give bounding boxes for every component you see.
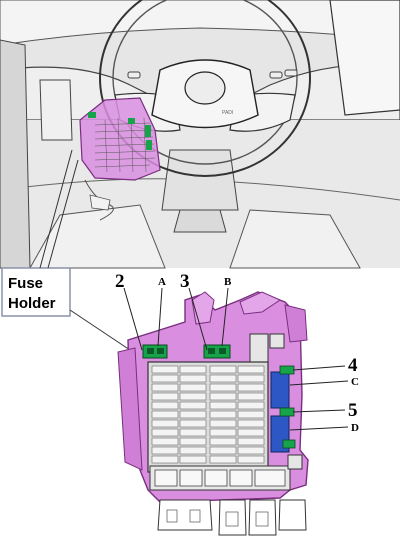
fuse-B-block (203, 344, 231, 359)
cockpit-illustration: PADI (0, 0, 400, 269)
fuse-box-detail (117, 291, 309, 536)
label-2: 2 (115, 271, 125, 292)
fuse-holder-callout: Fuse Holder (1, 149, 143, 359)
callout-line-2: Holder (8, 295, 56, 312)
relay-C (270, 371, 290, 409)
label-D: D (351, 422, 359, 434)
label-3: 3 (180, 271, 190, 292)
label-B: B (224, 276, 232, 288)
callout-line-1: Fuse (8, 275, 43, 292)
fuse-4-block (279, 365, 295, 375)
callout-box (1, 267, 71, 317)
labels: 2 3 A B 4 C 5 D (115, 271, 359, 434)
callout-leader-1 (39, 149, 73, 269)
label-4: 4 (348, 355, 358, 376)
fuse-5-block (279, 407, 295, 417)
label-A: A (158, 276, 166, 288)
fuse-slots (151, 365, 265, 464)
label-5: 5 (348, 400, 358, 421)
label-C: C (351, 376, 359, 388)
svg-text:PADI: PADI (222, 110, 233, 116)
callout-leader-2 (47, 159, 79, 269)
